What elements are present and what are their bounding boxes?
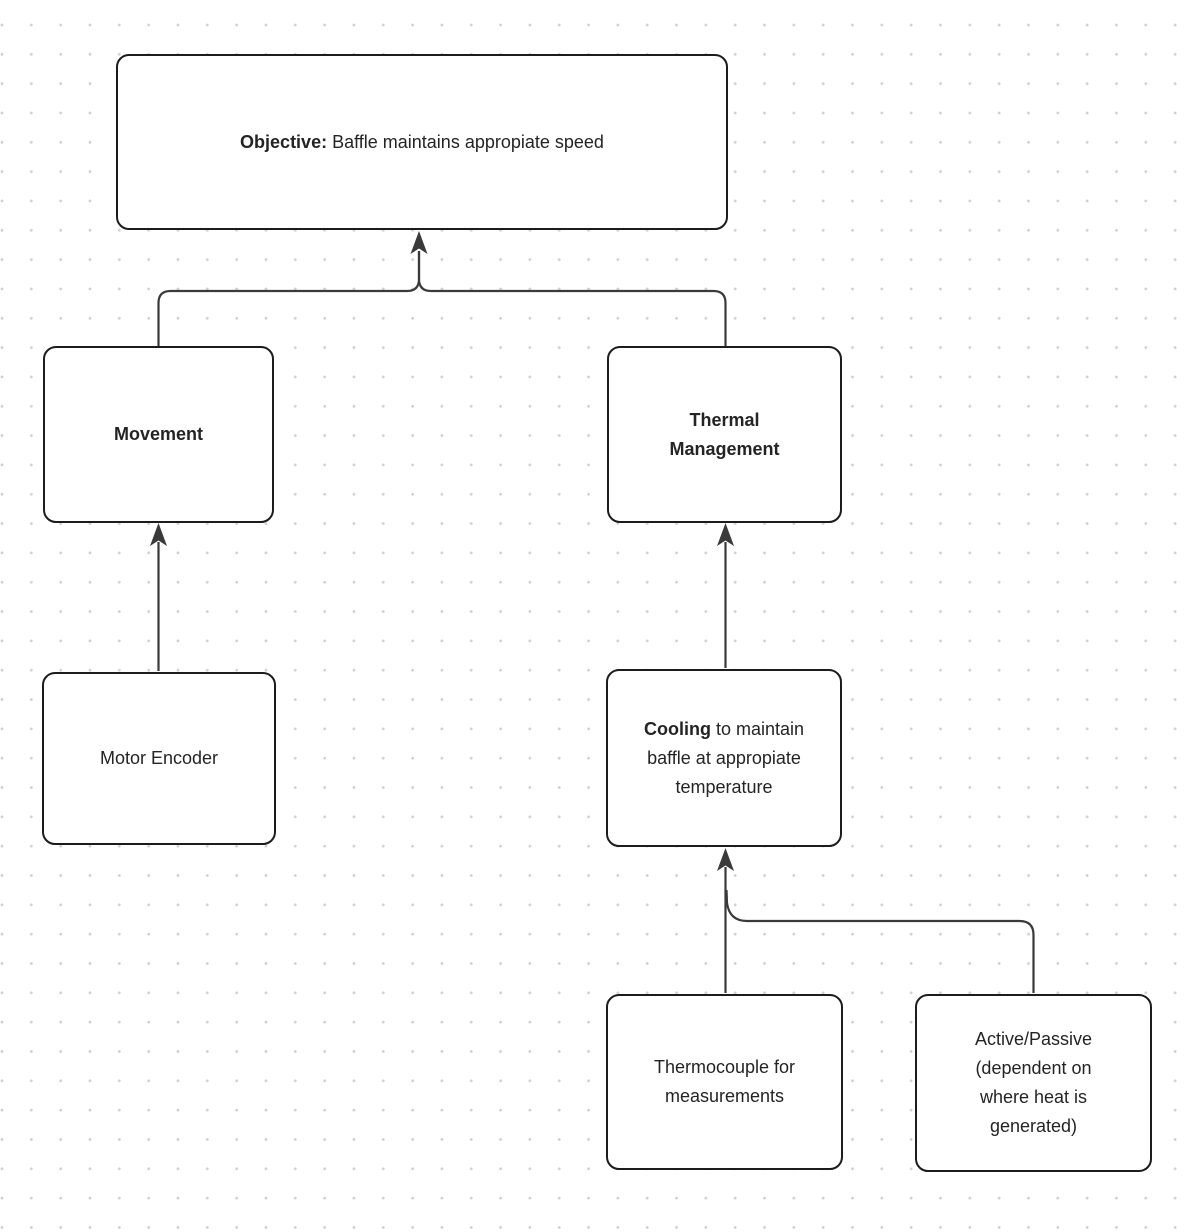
node-objective-label: Objective: Baffle maintains appropiate s… xyxy=(240,128,604,157)
node-thermal-management-label: Thermal Management xyxy=(650,406,800,464)
node-active-passive[interactable]: Active/Passive (dependent on where heat … xyxy=(915,994,1152,1172)
node-cooling[interactable]: Cooling to maintain baffle at appropiate… xyxy=(606,669,842,847)
edge-active-passive-cooling[interactable] xyxy=(725,889,1035,993)
node-cooling-label-text: to maintain baffle at appropiate tempera… xyxy=(647,718,805,797)
node-thermocouple[interactable]: Thermocouple for measurements xyxy=(606,994,843,1170)
node-objective-label-bold: Objective: xyxy=(240,131,328,152)
node-motor-encoder-label: Motor Encoder xyxy=(100,744,218,773)
node-movement-label-bold: Movement xyxy=(113,424,203,444)
arrowhead-into-thermal-icon xyxy=(717,523,734,546)
node-cooling-label-bold: Cooling xyxy=(643,718,711,739)
node-thermocouple-label-text: Thermocouple for measurements xyxy=(653,1057,796,1106)
edge-movement-objective[interactable] xyxy=(157,251,421,346)
arrowhead-into-objective-icon xyxy=(410,231,428,254)
node-thermocouple-label: Thermocouple for measurements xyxy=(625,1053,825,1111)
node-thermal-management-label-bold: Thermal Management xyxy=(669,409,780,459)
edge-thermal-objective[interactable] xyxy=(417,251,727,346)
node-movement-label: Movement xyxy=(114,420,203,449)
arrowhead-into-movement-icon xyxy=(150,523,167,546)
node-motor-encoder[interactable]: Motor Encoder xyxy=(42,672,276,845)
node-movement[interactable]: Movement xyxy=(43,346,274,523)
node-cooling-label: Cooling to maintain baffle at appropiate… xyxy=(643,715,805,802)
node-thermal-management[interactable]: Thermal Management xyxy=(607,346,842,523)
node-motor-encoder-label-text: Motor Encoder xyxy=(99,748,219,768)
node-objective[interactable]: Objective: Baffle maintains appropiate s… xyxy=(116,54,728,230)
arrowhead-into-cooling-icon xyxy=(717,848,734,871)
node-objective-label-text: Baffle maintains appropiate speed xyxy=(327,131,604,152)
node-active-passive-label-text: Active/Passive (dependent on where heat … xyxy=(974,1029,1093,1136)
node-active-passive-label: Active/Passive (dependent on where heat … xyxy=(961,1025,1106,1141)
